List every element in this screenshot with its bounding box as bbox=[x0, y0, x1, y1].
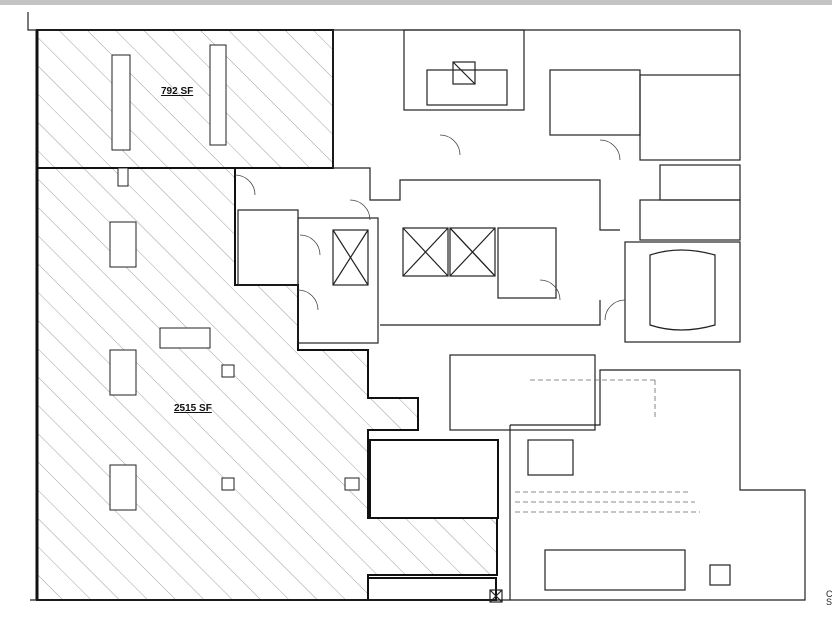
edge-text-2: S bbox=[826, 597, 832, 607]
doors bbox=[234, 134, 626, 321]
edge-text-1: C bbox=[826, 589, 832, 599]
walls bbox=[27, 12, 806, 603]
toolbar-strip bbox=[0, 0, 832, 5]
area-label-2515: 2515 SF bbox=[174, 403, 212, 414]
columns bbox=[109, 44, 360, 511]
area-label-792: 792 SF bbox=[161, 86, 194, 97]
area-792sf[interactable] bbox=[36, 29, 334, 169]
piping bbox=[515, 379, 700, 513]
area-2515sf[interactable] bbox=[36, 167, 498, 601]
